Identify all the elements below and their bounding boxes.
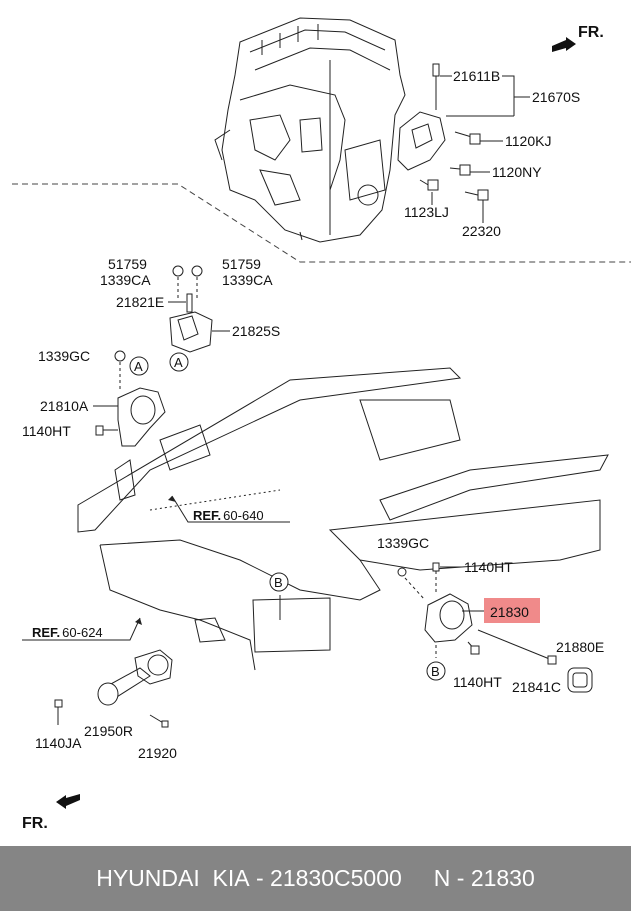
circle-callout-b-frame: B <box>269 572 289 592</box>
label-21841C: 21841C <box>512 679 561 695</box>
fr-label-top: FR. <box>578 24 604 41</box>
left-mount-parts <box>95 265 213 447</box>
svg-text:B: B <box>431 664 440 679</box>
label-1339CA-right: 1339CA <box>222 272 273 288</box>
label-21611B: 21611B <box>453 68 500 84</box>
right-mount-parts <box>397 562 593 693</box>
label-21670S: 21670S <box>532 89 580 105</box>
footer-n-value: 21830 <box>470 865 535 891</box>
fr-label-bottom: FR. <box>22 815 48 832</box>
footer-brand: HYUNDAI KIA <box>96 865 250 891</box>
footer-n-label: N <box>433 865 451 891</box>
label-1339GC-right: 1339GC <box>377 535 429 551</box>
exploded-parts-diagram: FR. 21611B <box>12 17 631 832</box>
highlight-box-21830 <box>484 598 540 623</box>
ref-60-640: REF.60-640 <box>168 495 290 523</box>
svg-text:REF.60-624: REF.60-624 <box>32 625 103 640</box>
svg-text:A: A <box>134 359 143 374</box>
bolts-top <box>427 133 489 201</box>
front-direction-arrow-top: FR. <box>552 24 604 52</box>
front-direction-arrow-bottom: FR. <box>22 794 80 832</box>
roll-rod <box>54 649 173 728</box>
label-51759-left: 51759 <box>108 256 147 272</box>
label-1140HT-left: 1140HT <box>22 423 71 439</box>
label-21821E: 21821E <box>116 294 164 310</box>
svg-text:B: B <box>274 575 283 590</box>
label-21810A: 21810A <box>40 398 89 414</box>
label-1339CA-left: 1339CA <box>100 272 151 288</box>
label-1140HT-top: 1140HT <box>464 559 513 575</box>
svg-text:REF.60-640: REF.60-640 <box>193 508 264 523</box>
label-21830: 21830 <box>490 604 529 620</box>
arrow-left-icon <box>56 794 80 809</box>
arrow-right-icon <box>552 37 576 52</box>
engine-block <box>214 17 406 243</box>
label-51759-right: 51759 <box>222 256 261 272</box>
label-21950R: 21950R <box>84 723 133 739</box>
ref-60-624: REF.60-624 <box>22 617 142 641</box>
footer-part-number: 21830C5000 <box>270 865 402 891</box>
label-1140HT-bottom: 1140HT <box>453 674 502 690</box>
circle-callout-a-left: A <box>129 356 149 376</box>
circle-callout-a-top: A <box>169 352 189 372</box>
circle-callout-b-mount: B <box>426 661 446 681</box>
label-1339GC-left: 1339GC <box>38 348 90 364</box>
subframe <box>77 367 609 671</box>
label-1120NY: 1120NY <box>492 164 542 180</box>
label-1120KJ: 1120KJ <box>505 133 551 149</box>
label-21825S: 21825S <box>232 323 280 339</box>
labels-right-mount: 1339GC 1140HT 21830 1140HT 21841C 21880E <box>377 535 604 695</box>
label-1123LJ: 1123LJ <box>404 204 449 220</box>
labels-roll-rod: 1140JA 21950R 21920 <box>35 723 177 761</box>
label-22320: 22320 <box>462 223 501 239</box>
label-21920: 21920 <box>138 745 177 761</box>
label-21880E: 21880E <box>556 639 604 655</box>
dashed-separator <box>12 183 631 263</box>
svg-text:A: A <box>174 355 183 370</box>
part-number-footer: HYUNDAI KIA - 21830C5000 N - 21830 <box>0 846 631 911</box>
label-1140JA: 1140JA <box>35 735 82 751</box>
labels-left-mount: 51759 1339CA 51759 1339CA 21821E 21825S … <box>22 256 280 439</box>
labels-engine-area: 21611B 21670S 1120KJ 1120NY 1123LJ 22320 <box>404 68 580 239</box>
